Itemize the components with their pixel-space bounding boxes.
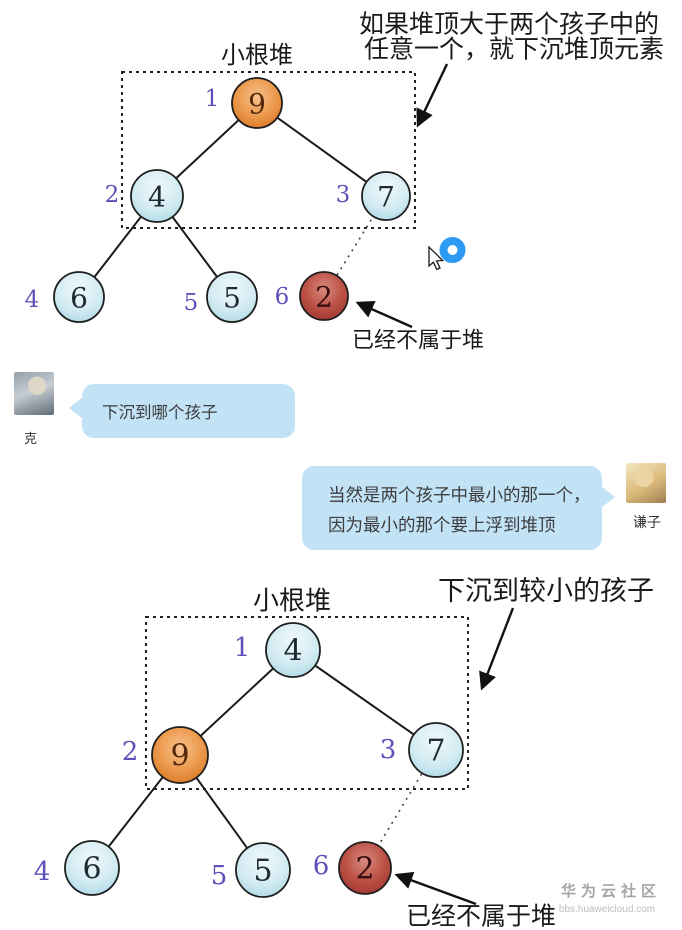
- chat-message-line: 当然是两个孩子中最小的那一个，: [328, 485, 591, 505]
- tree-node: [235, 842, 291, 898]
- heap-title: 小根堆: [253, 587, 331, 616]
- tree-node: [231, 77, 283, 129]
- index-label: 6: [313, 851, 330, 881]
- chat-message: 下沉到哪个孩子: [102, 404, 218, 422]
- chat-username: 谦子: [633, 514, 661, 530]
- tree-edge: [292, 649, 437, 751]
- tree-node-detached: [299, 271, 349, 321]
- index-label: 1: [205, 86, 220, 112]
- chat-bubble: 当然是两个孩子中最小的那一个， 因为最小的那个要上浮到堆顶: [302, 466, 615, 550]
- detached-note-arrow: [394, 871, 477, 906]
- tree-node: [361, 171, 411, 221]
- annotation-arrow: [416, 63, 449, 128]
- blue-ring-click-indicator-icon: [439, 237, 466, 263]
- index-label: 2: [122, 737, 139, 767]
- node-value: 9: [170, 739, 189, 774]
- arrow-cursor-icon: [428, 245, 445, 271]
- node-value: 4: [283, 634, 302, 669]
- min-heap-diagram-after-sink: 下沉到较小的孩子 小根堆 4 9 7 6 5: [34, 576, 661, 930]
- node-values: 4 9 7 6 5 2: [82, 634, 445, 889]
- detached-note: 已经不属于堆: [406, 903, 556, 930]
- watermark-url: bbs.huaweicloud.com: [559, 904, 655, 915]
- index-labels: 1 2 3 4 5 6: [34, 633, 397, 891]
- node-value: 5: [253, 854, 272, 889]
- index-label: 5: [211, 861, 228, 891]
- avatar: [626, 463, 666, 503]
- min-heap-diagram-before-sink: 如果堆顶大于两个孩子中的 任意一个，就下沉堆顶元素 小根堆 9 4: [25, 11, 664, 353]
- annotation-arrow: [479, 607, 515, 691]
- detached-note: 已经不属于堆: [352, 328, 484, 353]
- tree-node: [130, 169, 184, 223]
- node-value: 4: [148, 181, 166, 214]
- node-value: 6: [82, 852, 101, 887]
- index-labels: 1 2 3 4 5 6: [25, 86, 351, 316]
- heap-boundary-box: [145, 616, 469, 790]
- index-label: 5: [184, 290, 199, 316]
- tree-node-detached: [338, 841, 392, 895]
- tree-nodes: [64, 622, 464, 898]
- tree-node: [265, 622, 321, 678]
- annotation-line2: 任意一个，就下沉堆顶元素: [364, 36, 664, 64]
- tree-node: [64, 840, 120, 896]
- watermark-title: 华为云社区: [561, 882, 661, 900]
- chat-bubble: 下沉到哪个孩子: [69, 384, 295, 438]
- annotation-sink-smaller-child: 下沉到较小的孩子: [438, 576, 654, 606]
- index-label: 1: [234, 633, 251, 663]
- tree-nodes: [53, 77, 411, 323]
- node-values: 9 4 7 6 5 2: [70, 88, 395, 315]
- heap-title: 小根堆: [221, 42, 293, 69]
- node-value: 9: [248, 88, 266, 121]
- chat-message-line: 因为最小的那个要上浮到堆顶: [328, 515, 556, 535]
- index-label: 4: [25, 287, 40, 313]
- node-value: 7: [426, 734, 445, 769]
- node-value: 2: [315, 281, 333, 314]
- node-value: 2: [355, 852, 374, 887]
- node-value: 7: [377, 181, 395, 214]
- node-value: 5: [223, 282, 241, 315]
- avatar: [14, 372, 54, 415]
- tree-node: [206, 271, 258, 323]
- tree-node: [53, 271, 105, 323]
- index-label: 6: [275, 284, 290, 310]
- detached-note-arrow: [355, 300, 413, 329]
- index-label: 4: [34, 857, 51, 887]
- index-label: 3: [336, 182, 351, 208]
- index-label: 2: [105, 182, 120, 208]
- tree-node: [151, 726, 209, 784]
- heap-boundary-box: [121, 71, 416, 229]
- annotation-line1: 如果堆顶大于两个孩子中的: [359, 11, 659, 39]
- chat-username: 克: [24, 431, 38, 446]
- index-label: 3: [380, 735, 397, 765]
- tree-edge: [256, 102, 387, 197]
- node-value: 6: [70, 282, 88, 315]
- tree-node: [408, 722, 464, 778]
